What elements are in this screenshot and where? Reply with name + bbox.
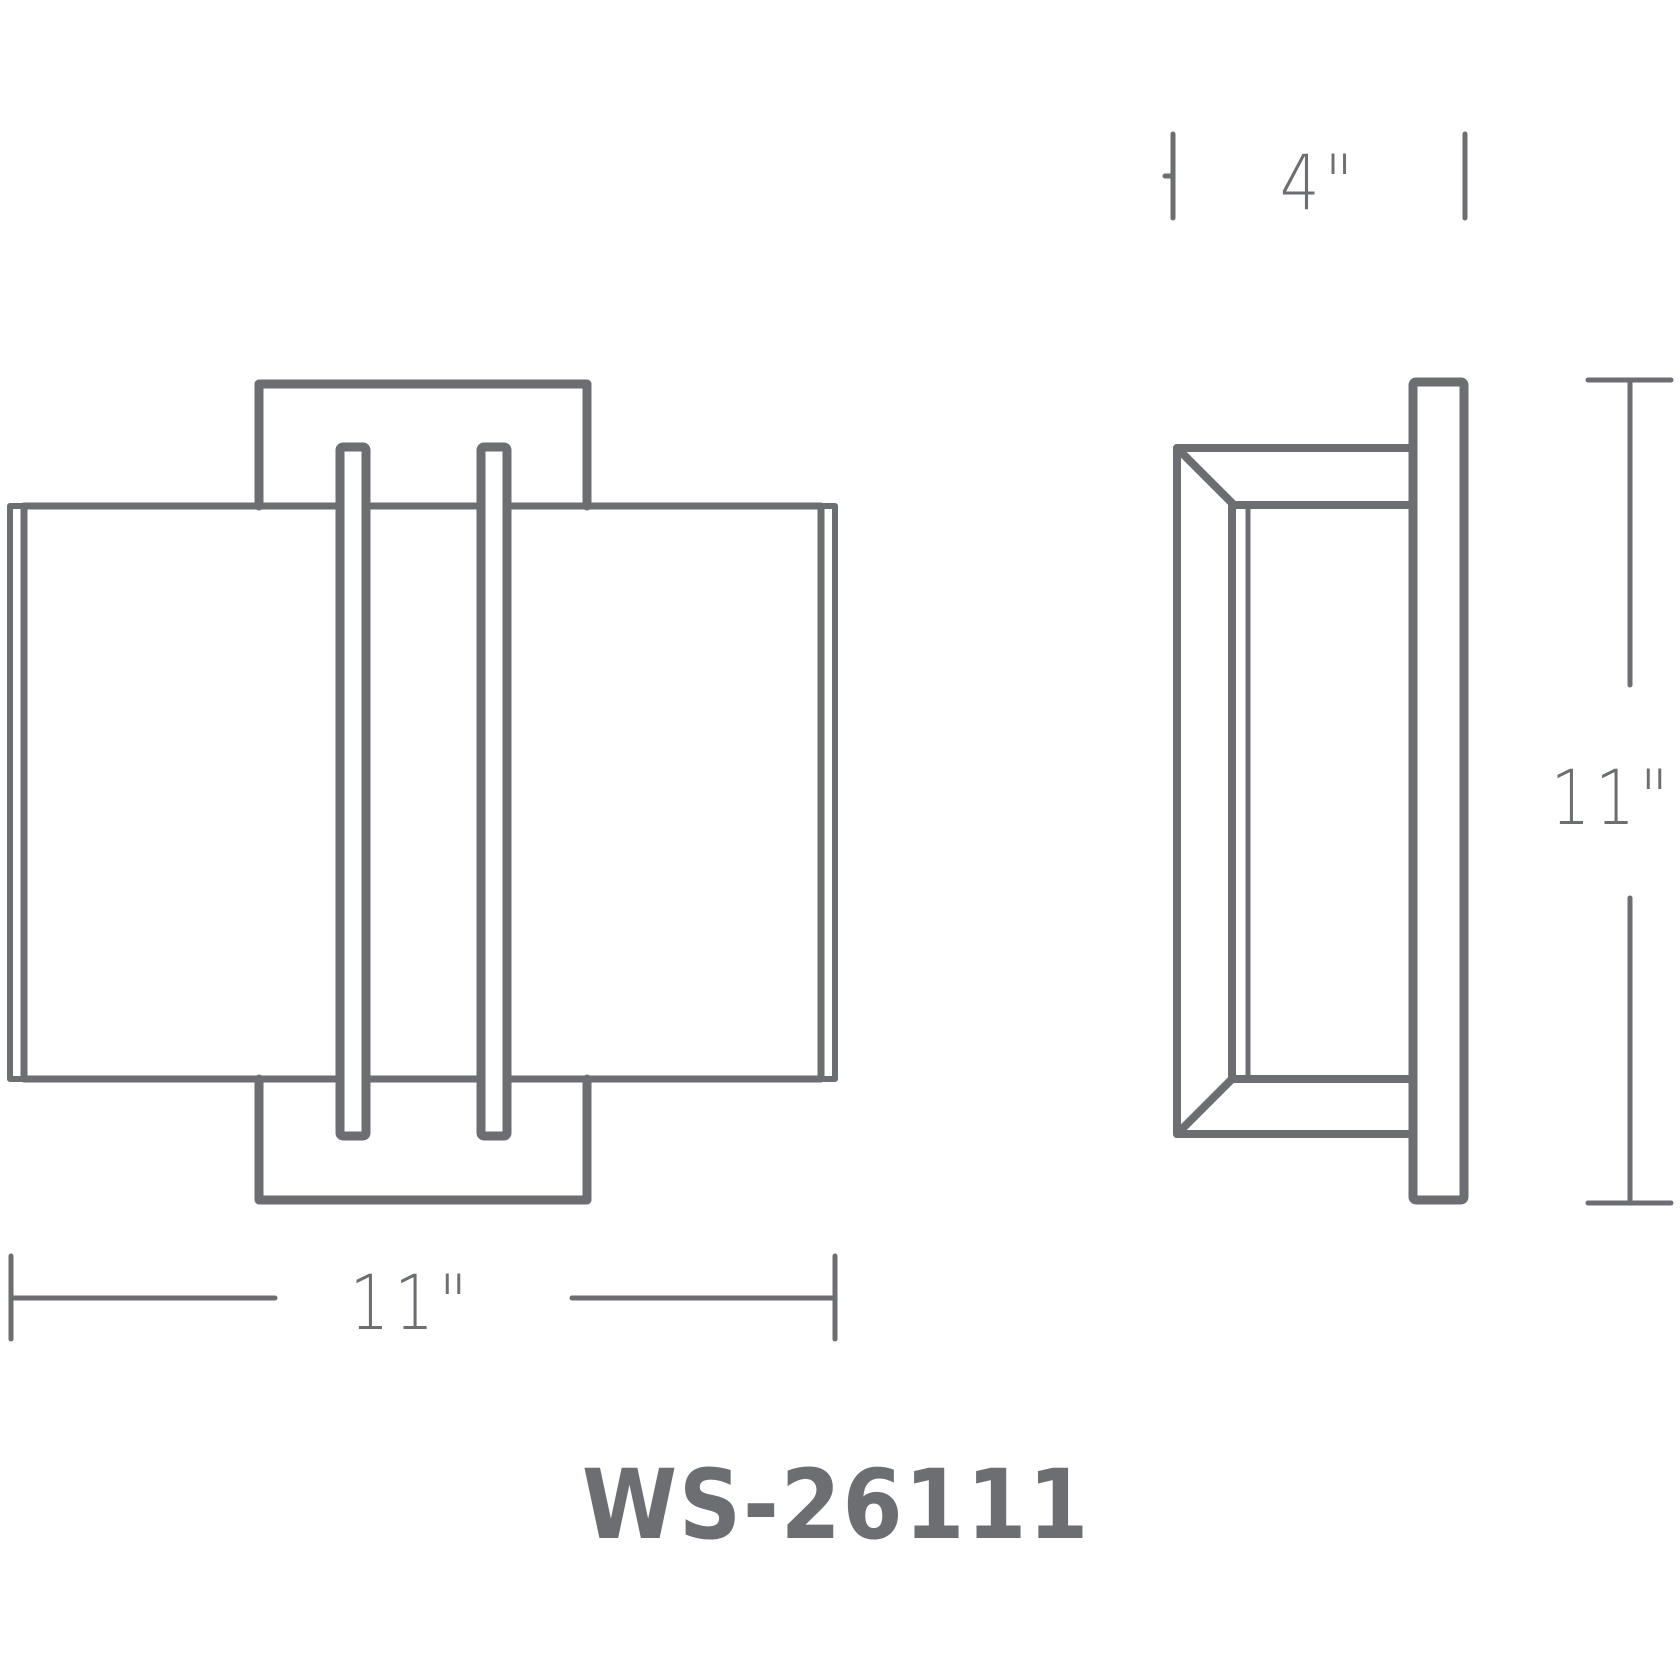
front-body bbox=[20, 502, 825, 1083]
model-number: WS-26111 bbox=[581, 1449, 1091, 1561]
dimension-width bbox=[8, 1253, 838, 1342]
dimension-height bbox=[1585, 377, 1674, 1206]
front-backplate-bottom bbox=[254, 1074, 592, 1205]
side-bevel-bottom bbox=[1173, 1075, 1236, 1138]
front-bar-left bbox=[335, 442, 371, 1141]
side-wallplate bbox=[1408, 377, 1469, 1205]
width-dimension-label: 11" bbox=[349, 1258, 473, 1347]
front-backplate-top bbox=[254, 379, 592, 511]
front-left-endcap bbox=[7, 503, 27, 1082]
dimension-depth bbox=[1162, 131, 1468, 221]
front-bar-right bbox=[476, 442, 512, 1141]
side-shade-inner bbox=[1228, 501, 1413, 1083]
height-dimension-label: 11" bbox=[1550, 753, 1674, 842]
side-bevel-top bbox=[1173, 444, 1236, 507]
front-view bbox=[7, 379, 838, 1205]
depth-dimension-label: 4" bbox=[1279, 138, 1359, 227]
front-right-endcap bbox=[818, 503, 838, 1082]
side-shade-outer bbox=[1173, 444, 1413, 1138]
side-view bbox=[1173, 377, 1469, 1205]
